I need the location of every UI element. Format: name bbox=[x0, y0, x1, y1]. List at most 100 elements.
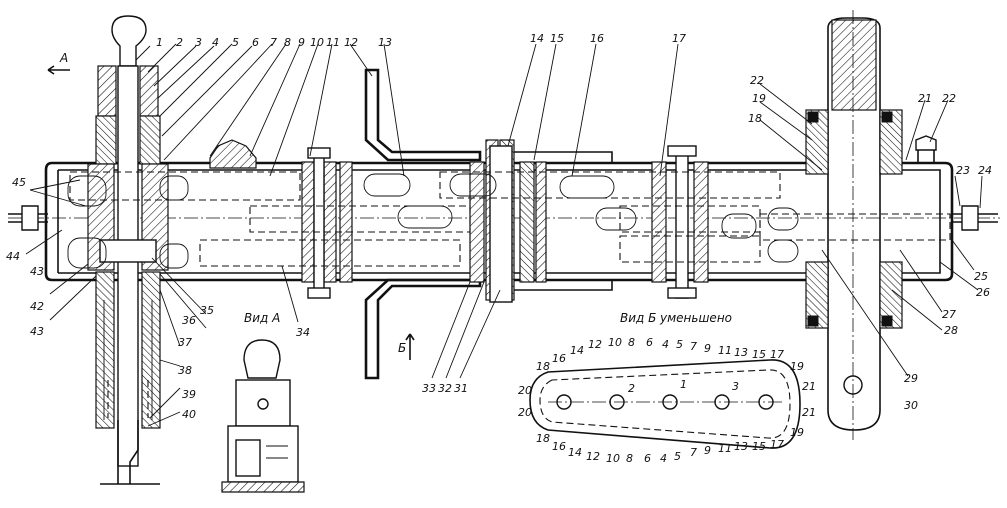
svg-text:17: 17 bbox=[770, 348, 784, 361]
svg-text:13: 13 bbox=[734, 346, 748, 359]
callout-6: 6 bbox=[252, 36, 259, 49]
callout-23: 23 bbox=[956, 164, 970, 177]
svg-text:12: 12 bbox=[588, 338, 602, 351]
svg-text:2: 2 bbox=[628, 382, 635, 395]
svg-text:14: 14 bbox=[570, 344, 584, 357]
top-callouts: 1 2 3 4 5 6 7 8 9 10 11 12 13 14 15 16 1… bbox=[156, 32, 686, 49]
callout-31: 31 bbox=[454, 382, 468, 395]
callout-2: 2 bbox=[176, 36, 183, 49]
rail-stack-left bbox=[301, 147, 353, 299]
callout-4: 4 bbox=[212, 36, 219, 49]
svg-text:21: 21 bbox=[802, 380, 816, 393]
leader-lines bbox=[25, 43, 983, 427]
view-a-drawing bbox=[221, 339, 305, 493]
svg-text:15: 15 bbox=[752, 440, 766, 453]
svg-text:19: 19 bbox=[790, 426, 804, 439]
svg-text:16: 16 bbox=[552, 352, 566, 365]
svg-text:20: 20 bbox=[518, 384, 532, 397]
bolt-left bbox=[8, 205, 48, 231]
callout-32: 32 bbox=[438, 382, 452, 395]
svg-text:14: 14 bbox=[568, 446, 582, 459]
view-b-gate bbox=[529, 359, 801, 449]
svg-text:4: 4 bbox=[660, 452, 667, 465]
svg-text:11: 11 bbox=[718, 442, 732, 455]
callout-17: 17 bbox=[672, 32, 686, 45]
callout-29: 29 bbox=[904, 372, 918, 385]
lever-arm bbox=[827, 10, 881, 440]
svg-text:21: 21 bbox=[802, 406, 816, 419]
callout-40: 40 bbox=[182, 408, 196, 421]
svg-text:5: 5 bbox=[676, 338, 683, 351]
arrow-a-label: А bbox=[59, 51, 68, 65]
rail-stack-middle bbox=[469, 145, 547, 303]
svg-text:15: 15 bbox=[752, 348, 766, 361]
callout-25: 25 bbox=[974, 270, 988, 283]
view-b-side-numbers: 20 20 21 21 bbox=[518, 380, 816, 419]
view-a-label: Вид А bbox=[244, 311, 280, 325]
callout-44: 44 bbox=[6, 250, 20, 263]
callout-39: 39 bbox=[182, 388, 196, 401]
callout-38: 38 bbox=[178, 364, 192, 377]
view-b-top-numbers: 18 16 14 12 10 8 6 4 5 7 9 11 13 15 17 1… bbox=[536, 336, 804, 373]
bottom-callouts: 35 36 37 38 39 40 34 33 32 31 bbox=[178, 304, 468, 421]
callout-45: 45 bbox=[12, 176, 26, 189]
callout-13: 13 bbox=[378, 36, 392, 49]
callout-28: 28 bbox=[944, 324, 958, 337]
callout-3: 3 bbox=[195, 36, 202, 49]
svg-text:19: 19 bbox=[790, 360, 804, 373]
callout-37: 37 bbox=[178, 336, 192, 349]
view-b-bottom-numbers: 18 16 14 12 10 8 6 4 5 7 9 11 13 15 17 1… bbox=[536, 426, 804, 465]
svg-text:10: 10 bbox=[606, 452, 620, 465]
callout-16: 16 bbox=[590, 32, 604, 45]
callout-7: 7 bbox=[270, 36, 277, 49]
callout-22b: 22 bbox=[942, 92, 956, 105]
svg-text:20: 20 bbox=[518, 406, 532, 419]
svg-text:18: 18 bbox=[536, 360, 550, 373]
callout-30: 30 bbox=[904, 399, 918, 412]
svg-text:7: 7 bbox=[690, 446, 697, 459]
view-b-note: уменьшено bbox=[659, 311, 732, 325]
svg-text:16: 16 bbox=[552, 440, 566, 453]
callout-19: 19 bbox=[752, 92, 766, 105]
view-b-hole-numbers: 2 1 3 bbox=[628, 378, 739, 395]
left-callouts: 45 44 43 42 43 bbox=[6, 176, 44, 338]
callout-26: 26 bbox=[976, 286, 990, 299]
callout-43b: 43 bbox=[30, 325, 44, 338]
arrow-b-label: Б bbox=[398, 341, 406, 355]
svg-text:11: 11 bbox=[718, 344, 732, 357]
callout-43a: 43 bbox=[30, 265, 44, 278]
callout-42: 42 bbox=[30, 300, 44, 313]
svg-text:3: 3 bbox=[732, 380, 739, 393]
callout-14: 14 bbox=[530, 32, 544, 45]
svg-text:8: 8 bbox=[628, 336, 635, 349]
svg-text:7: 7 bbox=[690, 340, 697, 353]
svg-text:1: 1 bbox=[680, 378, 687, 391]
callout-35: 35 bbox=[200, 304, 214, 317]
arrow-b-icon bbox=[405, 333, 415, 360]
bracket-plate-left bbox=[364, 68, 482, 380]
svg-text:8: 8 bbox=[626, 452, 633, 465]
svg-text:6: 6 bbox=[644, 452, 651, 465]
arrow-a-icon bbox=[47, 65, 70, 75]
svg-text:6: 6 bbox=[646, 336, 653, 349]
callout-5: 5 bbox=[232, 36, 239, 49]
svg-text:17: 17 bbox=[770, 438, 784, 451]
bolt-right bbox=[952, 205, 998, 231]
svg-text:13: 13 bbox=[734, 440, 748, 453]
view-labels: Вид А Вид Б уменьшено А Б bbox=[47, 51, 732, 360]
svg-text:18: 18 bbox=[536, 432, 550, 445]
shift-rails bbox=[67, 171, 951, 269]
callout-18: 18 bbox=[748, 112, 762, 125]
svg-text:9: 9 bbox=[704, 444, 711, 457]
callout-36: 36 bbox=[182, 314, 196, 327]
rail-stack-right bbox=[651, 145, 709, 299]
callout-22a: 22 bbox=[750, 74, 764, 87]
right-callouts: 22 19 18 21 22 23 24 25 26 27 28 29 30 bbox=[748, 74, 992, 412]
breather-right bbox=[915, 135, 937, 162]
svg-text:4: 4 bbox=[662, 338, 669, 351]
breather-cap bbox=[209, 139, 257, 169]
callout-24: 24 bbox=[978, 164, 992, 177]
callout-12: 12 bbox=[344, 36, 358, 49]
callout-33: 33 bbox=[422, 382, 436, 395]
